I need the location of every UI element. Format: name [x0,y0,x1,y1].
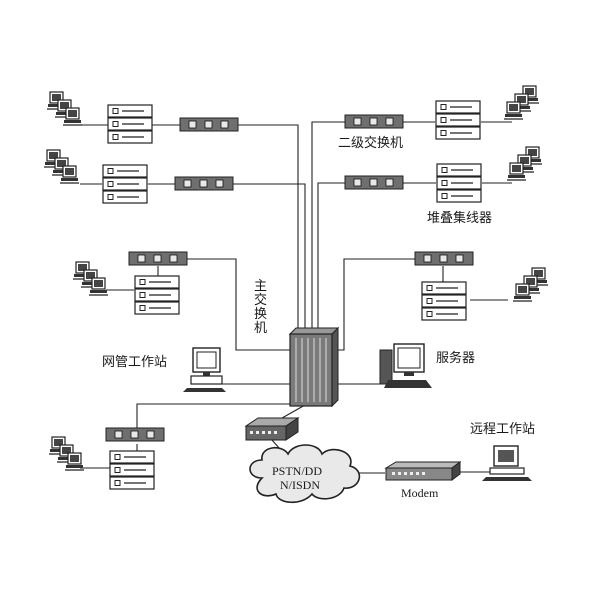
workstation-cluster-icon [513,268,548,301]
svg-text:主: 主 [254,278,267,293]
modem-label: Modem [401,486,439,500]
switch-icon [344,175,404,190]
cloud-icon [249,444,361,504]
pc-icon [482,445,532,481]
svg-text:交: 交 [254,292,267,307]
secondary-switch-label: 二级交换机 [338,135,403,150]
server-icon [379,343,432,388]
switch-icon [105,427,165,442]
main-switch-label: 主 交 换 机 [254,278,267,335]
cloud-label-line2: N/ISDN [280,478,320,492]
workstation-cluster-icon [507,147,542,180]
switch-icon [128,251,188,266]
stacked-hub-label: 堆叠集线器 [427,210,492,225]
switch-icon [179,117,239,132]
server-label: 服务器 [436,350,475,365]
svg-text:换: 换 [254,306,267,321]
router-icon [244,417,300,441]
switch-icon [344,114,404,129]
hub-stack-icon [421,281,467,321]
remote-station-label: 远程工作站 [470,421,535,436]
pc-icon [183,347,226,392]
hub-stack-icon [107,104,153,144]
hub-stack-icon [102,164,148,204]
hub-stack-icon [134,275,180,315]
hub-stack-icon [435,100,481,140]
workstation-cluster-icon [504,86,539,119]
workstation-cluster-icon [44,150,79,183]
hub-stack-icon [109,450,155,490]
nms-station-label: 网管工作站 [102,354,167,369]
switch-icon [414,251,474,266]
workstation-cluster-icon [49,437,84,470]
hub-stack-icon [436,163,482,203]
svg-text:机: 机 [254,320,267,335]
workstation-cluster-icon [47,92,82,125]
modem-icon [384,461,462,481]
cloud-label-line1: PSTN/DD [272,464,322,478]
workstation-cluster-icon [73,262,108,295]
main-switch-icon [288,326,340,408]
switch-icon [174,176,234,191]
